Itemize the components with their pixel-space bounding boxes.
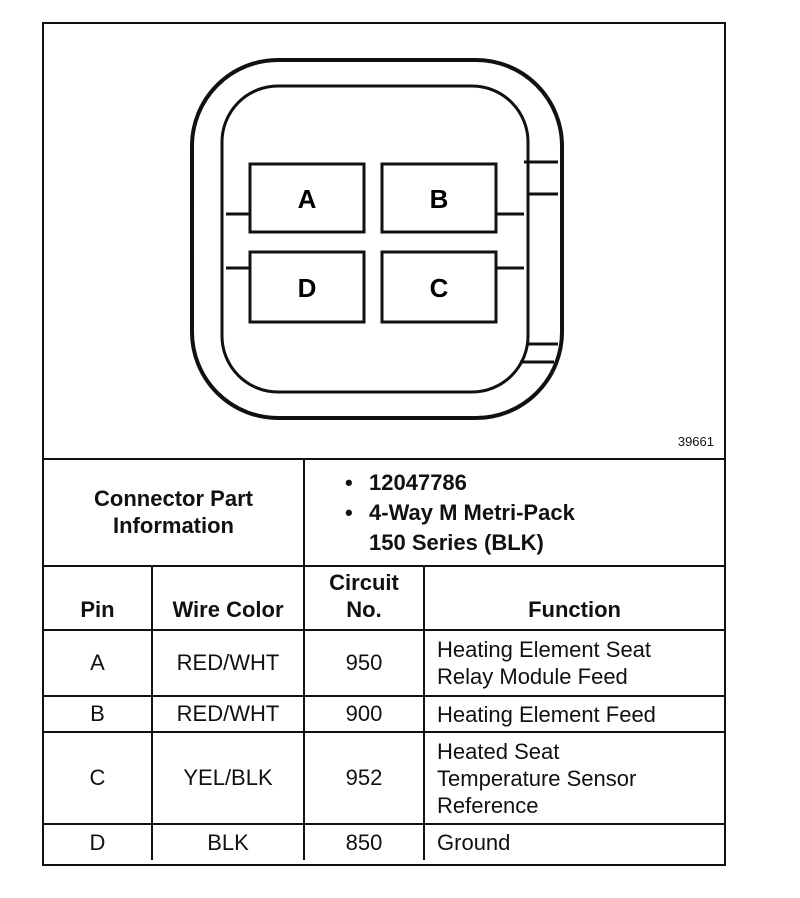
function-line: Temperature Sensor <box>437 765 637 791</box>
header-wire-color: Wire Color <box>150 565 306 631</box>
connector-info-label-line2: Information <box>113 512 234 538</box>
table-row: B RED/WHT 900 Heating Element Feed <box>44 695 725 733</box>
connector-info-row: Connector Part Information 12047786 4-Wa… <box>44 458 725 567</box>
function-cell: Heated Seat Temperature Sensor Reference <box>423 731 725 825</box>
connector-sheet: A B D C 39661 Connector Part Information… <box>42 22 726 866</box>
header-row: Pin Wire Color Circuit No. Function <box>44 565 725 631</box>
pin-label-a: A <box>298 184 317 214</box>
header-circuit-line1: Circuit <box>329 570 399 595</box>
pin-cavity-c <box>380 250 498 324</box>
pin-cell: C <box>44 731 153 825</box>
pin-label-d: D <box>298 273 317 303</box>
pinout-table: Connector Part Information 12047786 4-Wa… <box>44 458 725 860</box>
function-line: Ground <box>437 830 511 855</box>
part-number: 12047786 <box>345 468 724 498</box>
wire-color-cell: BLK <box>150 823 306 860</box>
connector-face-diagram: A B D C 39661 <box>44 24 724 460</box>
wire-color-cell: RED/WHT <box>150 695 306 733</box>
connector-info-label: Connector Part Information <box>44 458 306 567</box>
function-line: Heating Element Feed <box>437 701 656 727</box>
connector-drawing: A B D C <box>190 58 564 420</box>
pin-cell: B <box>44 695 153 733</box>
connector-description-line2: 150 Series (BLK) <box>369 530 544 555</box>
function-line: Heated Seat <box>437 738 560 764</box>
function-cell: Ground <box>423 823 725 860</box>
connector-housing-outer <box>190 58 564 420</box>
connector-info-label-line1: Connector Part <box>94 485 253 511</box>
pin-label-b: B <box>430 184 449 214</box>
connector-description: 4-Way M Metri-Pack 150 Series (BLK) <box>345 498 724 558</box>
header-circuit: Circuit No. <box>303 565 426 631</box>
circuit-cell: 850 <box>303 823 426 860</box>
table-row: D BLK 850 Ground <box>44 823 725 860</box>
pin-cell: A <box>44 629 153 697</box>
figure-id: 39661 <box>677 434 714 449</box>
wire-color-cell: YEL/BLK <box>150 731 306 825</box>
function-cell: Heating Element Seat Relay Module Feed <box>423 629 725 697</box>
header-function: Function <box>423 565 725 631</box>
function-cell: Heating Element Feed <box>423 695 725 733</box>
function-line: Heating Element Seat <box>437 637 652 662</box>
pin-label-c: C <box>430 273 449 303</box>
connector-description-line1: 4-Way M Metri-Pack <box>369 500 575 525</box>
circuit-cell: 952 <box>303 731 426 825</box>
connector-info-details: 12047786 4-Way M Metri-Pack 150 Series (… <box>303 458 725 567</box>
circuit-cell: 900 <box>303 695 426 733</box>
header-circuit-line2: No. <box>346 597 382 622</box>
function-line: Reference <box>437 792 539 818</box>
circuit-cell: 950 <box>303 629 426 697</box>
header-pin: Pin <box>44 565 153 631</box>
connector-housing-inner <box>220 84 530 394</box>
table-row: A RED/WHT 950 Heating Element Seat Relay… <box>44 629 725 697</box>
pin-cell: D <box>44 823 153 860</box>
pin-cavity-d <box>248 250 366 324</box>
wire-color-cell: RED/WHT <box>150 629 306 697</box>
function-line: Relay Module Feed <box>437 664 628 689</box>
pin-cavity-b <box>380 162 498 234</box>
pin-cavity-a <box>248 162 366 234</box>
table-row: C YEL/BLK 952 Heated Seat Temperature Se… <box>44 731 725 825</box>
